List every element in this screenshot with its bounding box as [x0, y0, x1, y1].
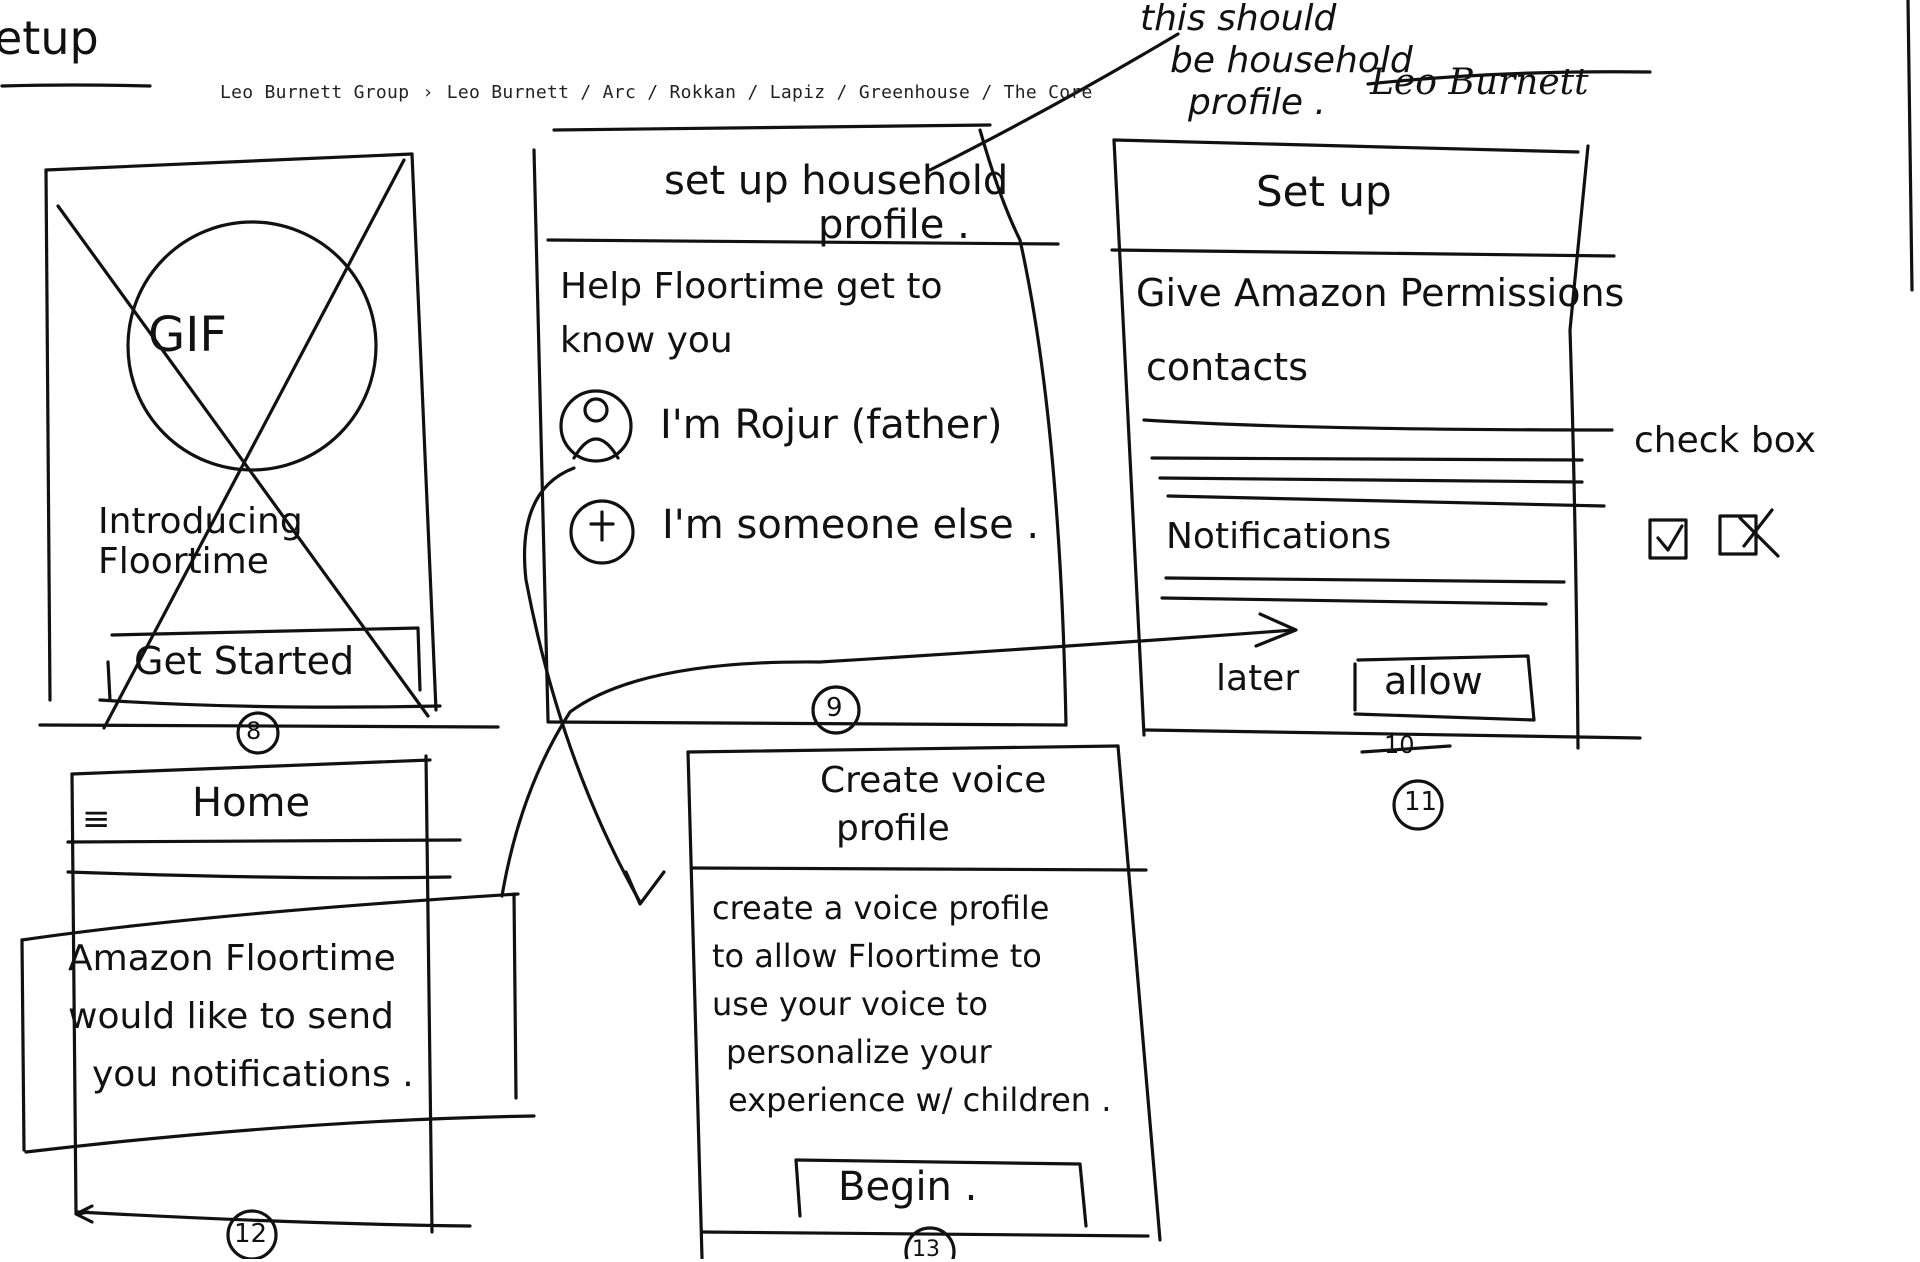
annotation-leader-line — [928, 32, 1180, 172]
screen-10-strike-line — [1360, 744, 1452, 754]
screen-9-number: 9 — [826, 693, 843, 723]
title-underline — [0, 83, 152, 88]
checkmark — [1656, 524, 1684, 552]
screen-9-help-text: Help Floortime get to know you — [560, 260, 943, 368]
screen-12-number-circle — [226, 1209, 278, 1259]
notification-message: Amazon Floortime would like to send you … — [68, 930, 414, 1104]
allow-button[interactable]: allow — [1384, 659, 1483, 703]
begin-button[interactable]: Begin . — [838, 1164, 978, 1210]
screen-13-title-line-2: profile — [836, 808, 950, 849]
screen-9-number-circle — [811, 685, 861, 735]
permissions-notifications: Notifications — [1166, 516, 1392, 557]
description-line-5: experience w/ children . — [728, 1081, 1112, 1119]
screen-11-number: 11 — [1404, 787, 1438, 817]
screen-8-frame — [38, 152, 500, 729]
flow-arrow-9-to-13 — [522, 466, 642, 904]
message-line-1: Amazon Floortime — [68, 938, 396, 979]
checkbox-checked — [1648, 518, 1688, 560]
checkbox-note: check box — [1634, 420, 1816, 461]
flow-arrow-12-to-11 — [500, 628, 1296, 898]
screen-9-title-line-2: profile . — [818, 202, 970, 248]
screen-11-number-circle — [1392, 779, 1444, 831]
screen-9-title-line-1: set up household — [664, 158, 1009, 204]
screen-13-number: 13 — [912, 1237, 940, 1262]
message-line-3: you notifications . — [92, 1054, 414, 1095]
intro-line-1: Introducing — [98, 501, 303, 542]
page-title: etup — [0, 11, 99, 65]
add-profile-circle — [569, 499, 635, 565]
gif-label: GIF — [148, 307, 227, 363]
help-line-1: Help Floortime get to — [560, 266, 943, 307]
help-line-2: know you — [560, 320, 733, 361]
get-started-button[interactable]: Get Started — [134, 639, 355, 683]
breadcrumb: Leo Burnett Group › Leo Burnett / Arc / … — [220, 82, 1095, 103]
screen-8-number: 8 — [246, 717, 262, 745]
description-line-2: to allow Floortime to — [712, 937, 1042, 975]
screen-8-number-circle — [236, 711, 280, 755]
voice-profile-description: create a voice profile to allow Floortim… — [712, 884, 1111, 1124]
cross-line-b — [102, 158, 406, 730]
profile-avatar-head — [583, 397, 609, 423]
screen-12-number: 12 — [234, 1219, 268, 1249]
annotation-note: this should be household profile . — [1140, 0, 1413, 124]
description-line-4: personalize your — [726, 1033, 992, 1071]
add-profile-plus — [589, 510, 615, 542]
screen-12-frame — [20, 754, 536, 1234]
later-button[interactable]: later — [1216, 658, 1300, 699]
description-line-1: create a voice profile — [712, 889, 1050, 927]
intro-text: Introducing Floortime — [98, 502, 303, 582]
hamburger-menu-icon[interactable]: ≡ — [82, 799, 111, 839]
screen-13-title-line-1: Create voice — [820, 760, 1047, 801]
flow-arrowhead-13 — [624, 870, 666, 906]
profile-avatar-body — [572, 437, 620, 460]
message-line-2: would like to send — [68, 996, 394, 1037]
flow-arrowhead-11 — [1254, 612, 1298, 648]
crossmark — [1738, 508, 1780, 558]
screen-11-title: Set up — [1256, 167, 1392, 216]
intro-line-2: Floortime — [98, 541, 269, 582]
gif-circle — [126, 220, 378, 472]
profile-option-father[interactable]: I'm Rojur (father) — [660, 402, 1003, 448]
annotation-note-line-1: this should — [1140, 0, 1337, 39]
signature: Leo Burnett — [1370, 62, 1589, 103]
description-line-3: use your voice to — [712, 985, 988, 1023]
screen-12-title: Home — [192, 780, 311, 826]
breadcrumb-path[interactable]: Leo Burnett / Arc / Rokkan / Lapiz / Gre… — [446, 82, 1093, 103]
permissions-line-1: Give Amazon Permissions — [1136, 271, 1625, 315]
screen-11-frame — [1110, 138, 1642, 750]
permissions-contacts: contacts — [1146, 345, 1309, 389]
screen-13-number-circle — [904, 1226, 956, 1259]
cross-line-a — [56, 204, 430, 718]
breadcrumb-root[interactable]: Leo Burnett Group — [220, 82, 410, 103]
screen-13-frame — [686, 744, 1162, 1259]
annotation-note-line-3: profile . — [1188, 82, 1326, 123]
page-edge-mark — [1906, 0, 1914, 292]
signature-underline — [1366, 70, 1652, 86]
breadcrumb-separator: › — [422, 82, 434, 103]
profile-option-someone-else[interactable]: I'm someone else . — [662, 502, 1040, 548]
screen-10-number-struck: 10 — [1384, 731, 1415, 759]
annotation-note-line-2: be household — [1170, 40, 1413, 81]
profile-avatar-circle — [559, 389, 633, 463]
screen-9-frame — [532, 123, 1068, 727]
